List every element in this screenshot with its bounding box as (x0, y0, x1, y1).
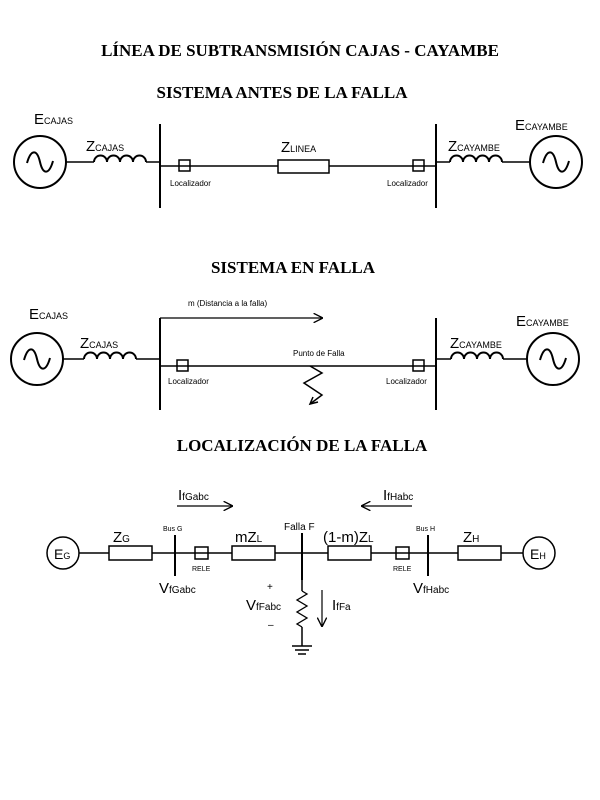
label-if-fa: IfFa (332, 597, 351, 614)
inductor-cayambe-icon (449, 154, 503, 163)
label-vf-habc: VfHabc (413, 580, 449, 597)
label-mz-l: mZL (235, 529, 263, 546)
label-z-linea: ZLINEA (281, 139, 316, 156)
label-e-g: EG (54, 546, 70, 562)
source-cayambe-icon (526, 332, 580, 386)
label-z-g: ZG (113, 529, 130, 546)
fault-lightning-icon (302, 365, 324, 405)
label-z-cayambe: ZCAYAMBE (450, 335, 502, 352)
fault-resistor-icon (295, 590, 309, 628)
label-e-cajas: ECAJAS (29, 306, 68, 323)
source-cayambe-icon (529, 135, 583, 189)
label-locator-right: Localizador (387, 179, 428, 188)
section-title-before: SISTEMA ANTES DE LA FALLA (157, 83, 409, 102)
label-z-cayambe: ZCAYAMBE (448, 138, 500, 155)
label-e-cayambe: ECAYAMBE (516, 313, 569, 330)
label-relay-right: RELE (393, 566, 412, 573)
locator-left-box (178, 159, 191, 172)
relay-right-box (395, 546, 410, 560)
sine-wave-icon (539, 348, 567, 370)
impedance-1mzl-box (327, 545, 372, 561)
label-vf-gabc: VfGabc (159, 580, 196, 597)
label-distance: m (Distancia a la falla) (188, 299, 267, 308)
label-if-gabc: IfGabc (178, 487, 209, 504)
fault-diagram: ECAJAS ZCAJAS ZCAYAMBE ECAYAMBE m (Dista… (10, 299, 580, 410)
section-title-location: LOCALIZACIÓN DE LA FALLA (177, 436, 428, 455)
locator-left-box (176, 359, 189, 372)
label-locator-left: Localizador (170, 179, 211, 188)
main-title: LÍNEA DE SUBTRANSMISIÓN CAJAS - CAYAMBE (101, 41, 499, 60)
inductor-cajas-icon (93, 154, 147, 163)
line-impedance-box (277, 159, 330, 174)
label-e-h: EH (530, 546, 546, 562)
label-z-cajas: ZCAJAS (80, 335, 118, 352)
inductor-cajas-icon (83, 351, 137, 360)
impedance-zg-box (108, 545, 153, 561)
label-vf-fabc: VfFabc (246, 597, 281, 614)
label-bus-g: Bus G (163, 526, 182, 533)
sine-wave-icon (542, 151, 570, 173)
label-falla-f: Falla F (284, 522, 315, 533)
impedance-zh-box (457, 545, 502, 561)
section-title-fault: SISTEMA EN FALLA (211, 258, 376, 277)
label-bus-h: Bus H (416, 526, 435, 533)
label-locator-right: Localizador (386, 377, 427, 386)
locator-right-box (412, 159, 425, 172)
label-locator-left: Localizador (168, 377, 209, 386)
sine-wave-icon (23, 348, 51, 370)
inductor-cayambe-icon (450, 351, 504, 360)
source-h-icon (522, 536, 556, 570)
label-e-cayambe: ECAYAMBE (515, 117, 568, 134)
label-plus: + (267, 582, 273, 593)
relay-left-box (194, 546, 209, 560)
before-fault-diagram: ECAJAS ZCAJAS ZLINEA ZCAYAMBE ECAYAMBE L… (13, 111, 583, 208)
label-1m-z-l: (1-m)ZL (323, 529, 374, 546)
label-e-cajas: ECAJAS (34, 111, 73, 128)
label-minus: – (268, 620, 274, 631)
label-z-cajas: ZCAJAS (86, 138, 124, 155)
fault-location-diagram: IfGabc IfHabc EG EH ZG Bus G RELE (46, 487, 556, 655)
impedance-mzl-box (231, 545, 276, 561)
label-relay-left: RELE (192, 566, 211, 573)
label-if-habc: IfHabc (383, 487, 413, 504)
label-z-h: ZH (463, 529, 479, 546)
label-fault-point: Punto de Falla (293, 349, 345, 358)
locator-right-box (412, 359, 425, 372)
sine-wave-icon (26, 151, 54, 173)
